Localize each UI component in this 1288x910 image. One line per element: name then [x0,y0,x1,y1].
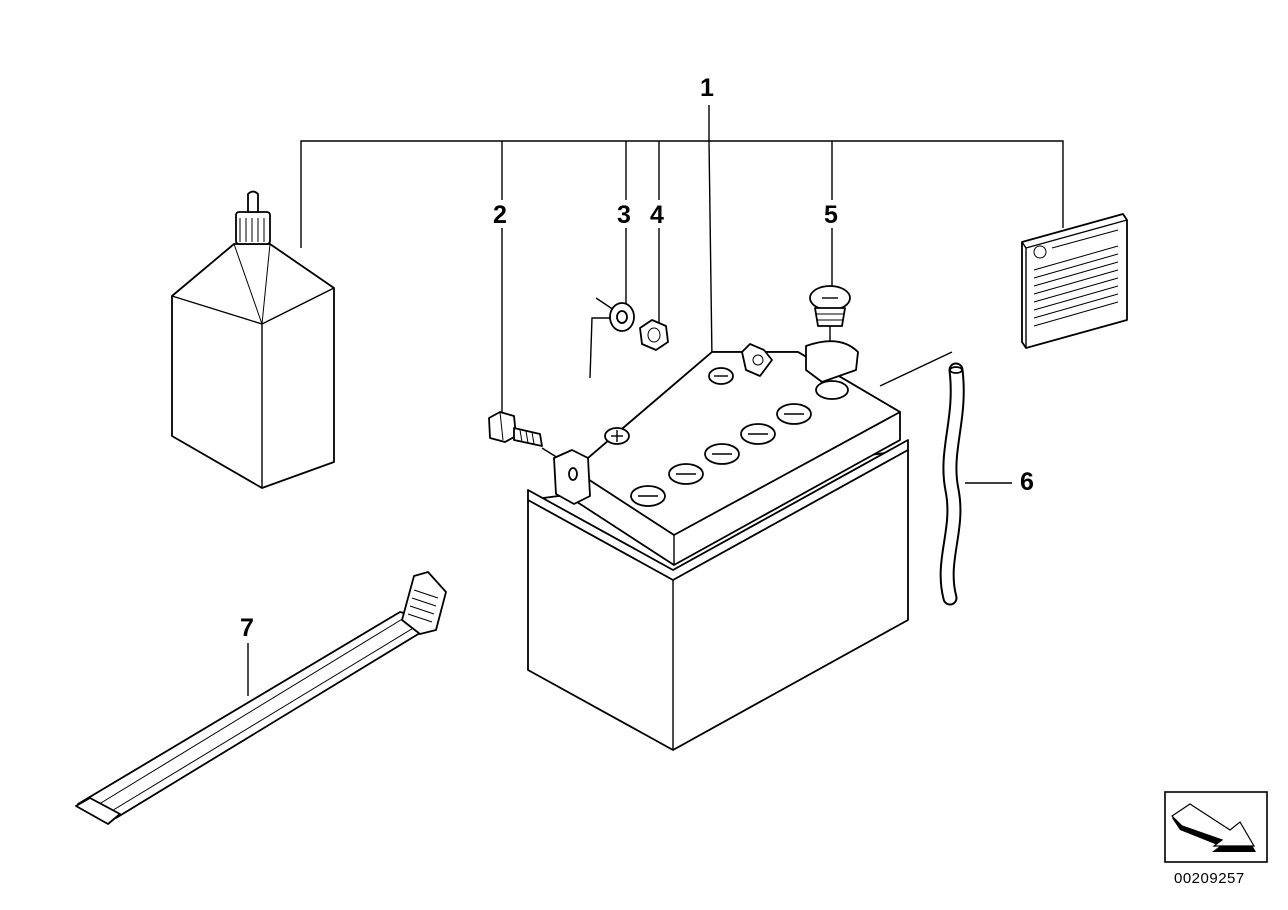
callout-6: 6 [1020,468,1034,496]
warning-label [1021,213,1128,349]
acid-bottle [171,190,335,489]
callout-1: 1 [700,74,714,102]
nav-arrow-icon [1164,791,1268,863]
callout-3: 3 [617,201,631,229]
catalog-id: 00209257 [1174,870,1245,887]
vent-plug [809,285,851,388]
callout-7: 7 [240,614,254,642]
vent-hose [939,362,965,606]
leader-lines [247,105,1064,696]
callout-4: 4 [650,201,664,229]
battery-strap [75,571,447,825]
callout-5: 5 [824,201,838,229]
battery [527,340,953,751]
washer-and-nut [589,297,669,379]
callout-2: 2 [493,201,507,229]
terminal-bolt [488,411,559,459]
